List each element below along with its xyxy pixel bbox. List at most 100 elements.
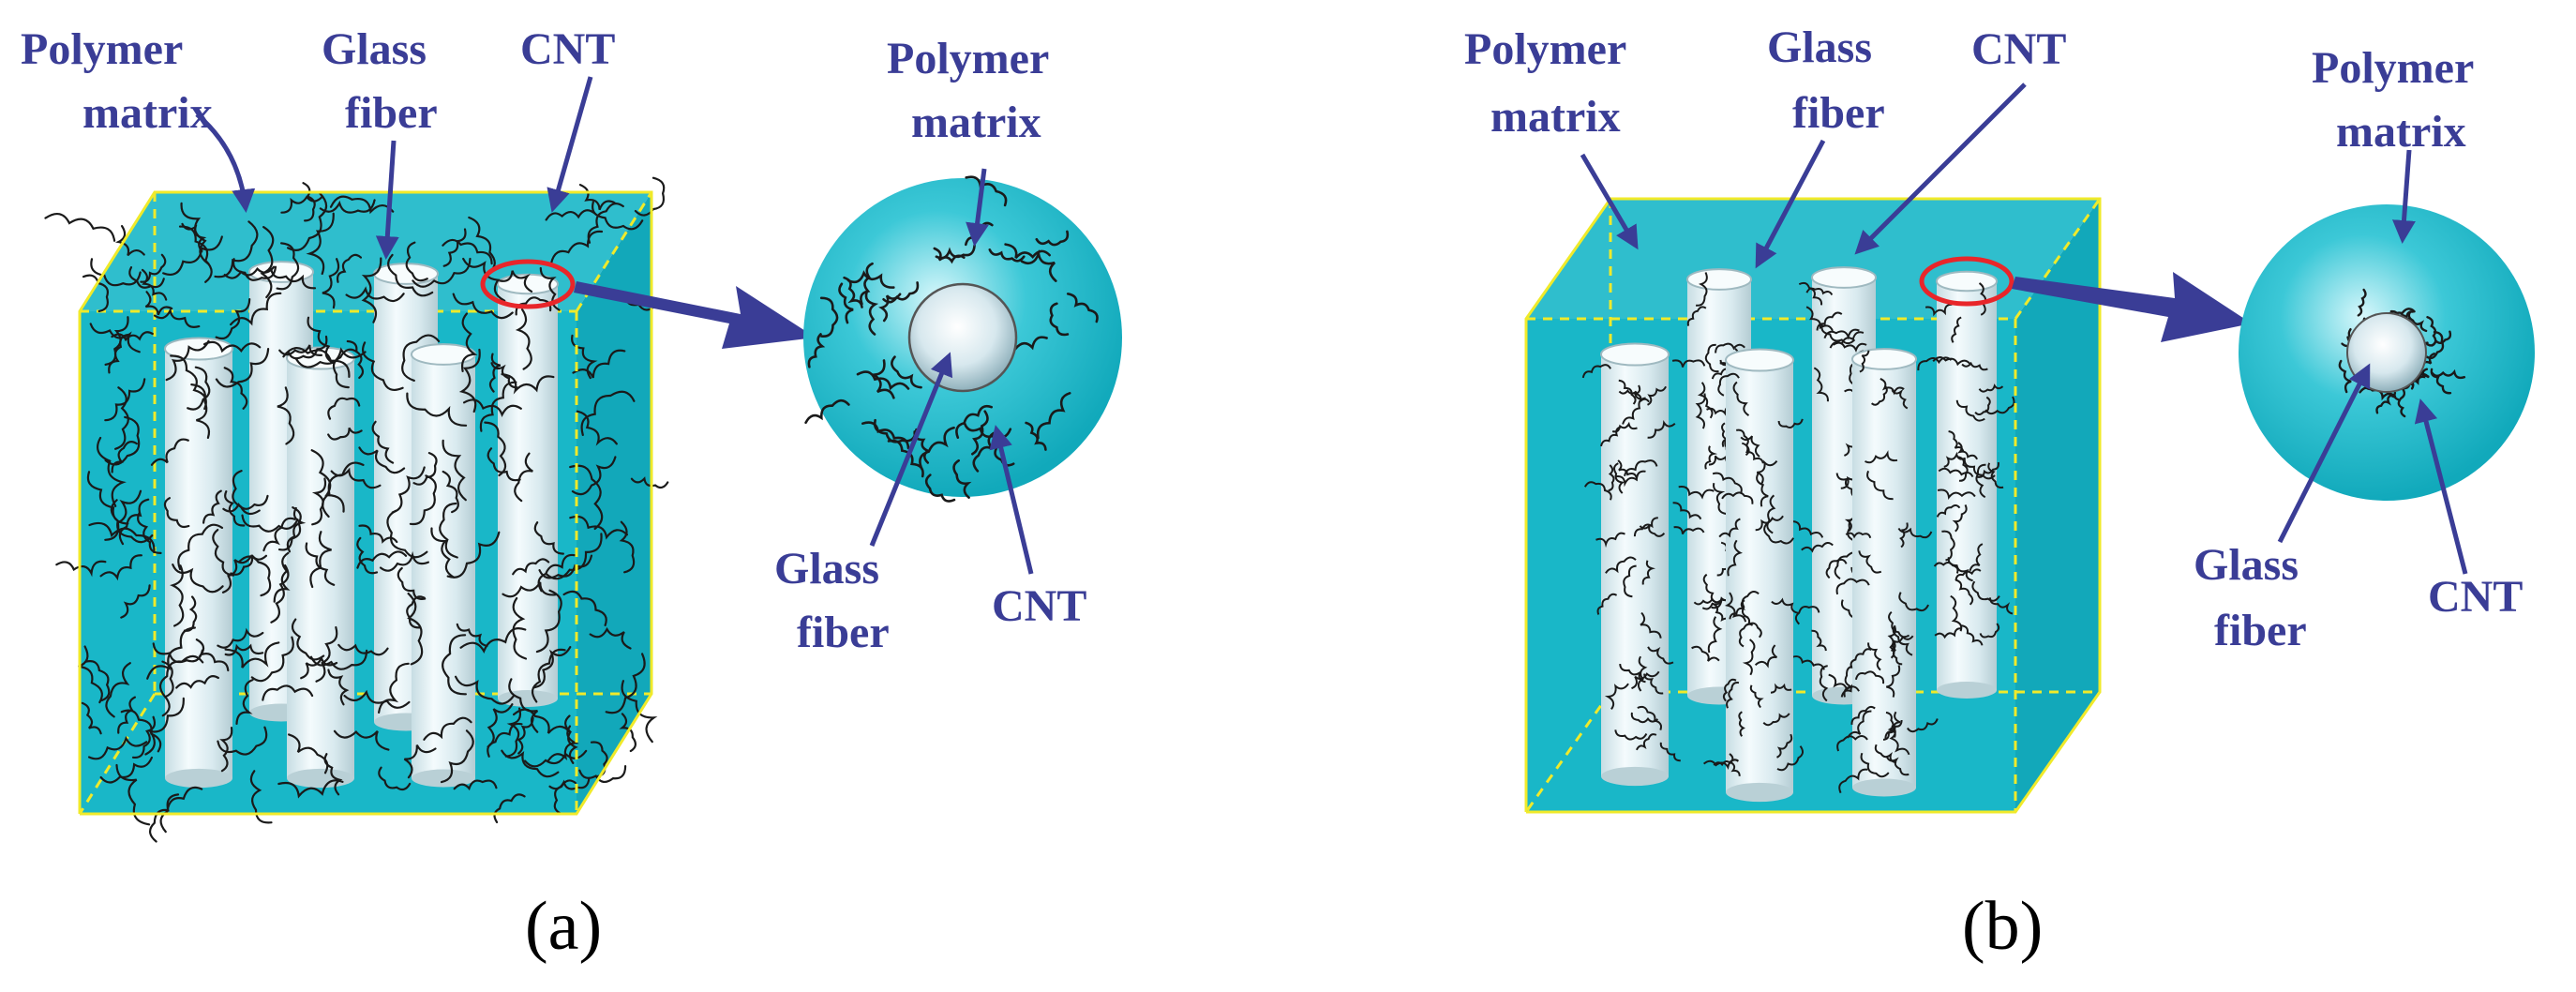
cnt-fiber (1811, 629, 1827, 652)
caption-b: (b) (1962, 888, 2043, 965)
labels-a: Polymer matrix Glass fiber CNT Polymer m… (21, 24, 1086, 657)
cnt-fiber (327, 427, 363, 441)
cnt-fiber (329, 195, 395, 215)
cnt-fiber (1732, 381, 1750, 416)
cnt-fiber (1715, 342, 1745, 353)
cnt-fiber (535, 589, 562, 654)
cnt-fiber (153, 307, 201, 328)
label-polymer-matrix-l1-a: Polymer (21, 24, 183, 74)
cnt-fiber (442, 634, 467, 696)
cnt-fiber (452, 293, 514, 320)
glass-fiber (286, 346, 355, 789)
cnt-fiber (262, 684, 314, 701)
cnt-fiber (1595, 532, 1625, 549)
cnt-fiber (276, 242, 300, 291)
cnt-fiber (461, 312, 478, 372)
cnt-fiber (224, 490, 246, 527)
cnt-fiber (111, 331, 154, 342)
cnt-fiber (379, 550, 429, 572)
cnt-fiber (1843, 665, 1855, 698)
cnt-fiber (1605, 556, 1637, 574)
cnt-fiber (1623, 564, 1637, 598)
glass-fibers-b (1581, 266, 2015, 803)
cnt-fiber (224, 641, 280, 669)
cnt-fiber (1813, 367, 1829, 402)
cnt-fiber (580, 390, 636, 436)
cnt-fiber (1948, 430, 1965, 453)
cs-label-polymer-matrix-l2-a: matrix (911, 98, 1041, 147)
cnt-fiber (1845, 532, 1872, 539)
cnt-fiber (238, 555, 272, 597)
cnt-fiber (99, 756, 153, 784)
cnt-fiber (490, 362, 518, 389)
cnt-fiber (309, 649, 368, 670)
cnt-fiber (545, 533, 603, 580)
cnt-fiber (1888, 610, 1910, 639)
cross-section-a (803, 175, 1122, 503)
cnt-fiber (1741, 591, 1760, 619)
cnt-fiber (1858, 550, 1882, 574)
cnt-fiber (1743, 614, 1762, 639)
cnt-coating (1828, 350, 1939, 794)
cnt-fiber (955, 404, 993, 439)
cnt-fiber (1639, 524, 1666, 537)
glass-fiber-body (1852, 359, 1916, 788)
cnt-fiber (1880, 377, 1905, 396)
cnt-fiber (187, 366, 211, 411)
cnt-fiber (1729, 599, 1746, 620)
cnt-fiber (403, 744, 437, 779)
cnt-fiber (117, 696, 136, 734)
cnt-fiber (224, 643, 264, 656)
composite-box-a (44, 176, 669, 843)
cnt-fiber (1608, 464, 1615, 492)
cnt-fiber (144, 291, 173, 316)
cnt-fiber (846, 270, 895, 289)
cnt-fiber (1777, 418, 1804, 429)
cnt-fiber (1954, 568, 1982, 581)
cs-label-glass-fiber-l1-a: Glass (774, 544, 879, 594)
cnt-fiber (1961, 361, 1988, 371)
cnt-fiber (277, 779, 344, 799)
glass-fiber-bottom (412, 769, 475, 788)
cnt-fiber (217, 726, 268, 756)
cnt-fiber (386, 509, 428, 559)
cnt-fiber (878, 293, 902, 323)
cnt-fiber (322, 258, 340, 309)
cnt-fiber (44, 212, 116, 242)
cnt-fiber (2357, 288, 2367, 317)
label-arrows-b (1580, 83, 2468, 575)
cnt-fiber (162, 235, 223, 277)
cnt-fiber (1702, 573, 1717, 604)
cnt-fiber (172, 564, 224, 594)
cnt-fiber (391, 466, 426, 514)
glass-fiber-bottom (287, 768, 354, 789)
cnt-fiber (446, 531, 501, 579)
cnt-fiber (965, 175, 1008, 207)
cnt-fiber (343, 689, 411, 709)
cnt-fiber (1947, 557, 1973, 582)
cnt-fiber (1934, 627, 1963, 639)
cnt-fiber (1678, 486, 1715, 500)
cnt-fiber (90, 258, 142, 287)
cnt-fiber (144, 697, 185, 756)
cnt-fiber (484, 421, 507, 477)
cnt-fiber (864, 290, 879, 336)
box-hidden-edges-a (78, 192, 651, 815)
cnt-fiber (1770, 683, 1792, 694)
cnt-fiber (1618, 389, 1641, 400)
cnt-coating (1917, 282, 2015, 646)
cnt-fiber (294, 347, 367, 368)
cnt-fiber (288, 733, 329, 774)
cnt-fiber (1647, 646, 1674, 665)
cnt-fiber (1596, 593, 1618, 615)
cnt-fiber (1969, 543, 1984, 572)
label-glass-fiber-l1-a: Glass (322, 24, 427, 74)
glass-fiber-cnt-coated (1581, 342, 1681, 787)
cnt-fiber (278, 344, 323, 356)
cnt-fiber (513, 708, 571, 734)
cnt-fiber (99, 554, 142, 581)
cnt-fiber (571, 456, 617, 496)
cnt-fiber (569, 464, 604, 530)
cnt-fiber (1885, 711, 1896, 738)
cnt-fiber (1686, 306, 1707, 326)
